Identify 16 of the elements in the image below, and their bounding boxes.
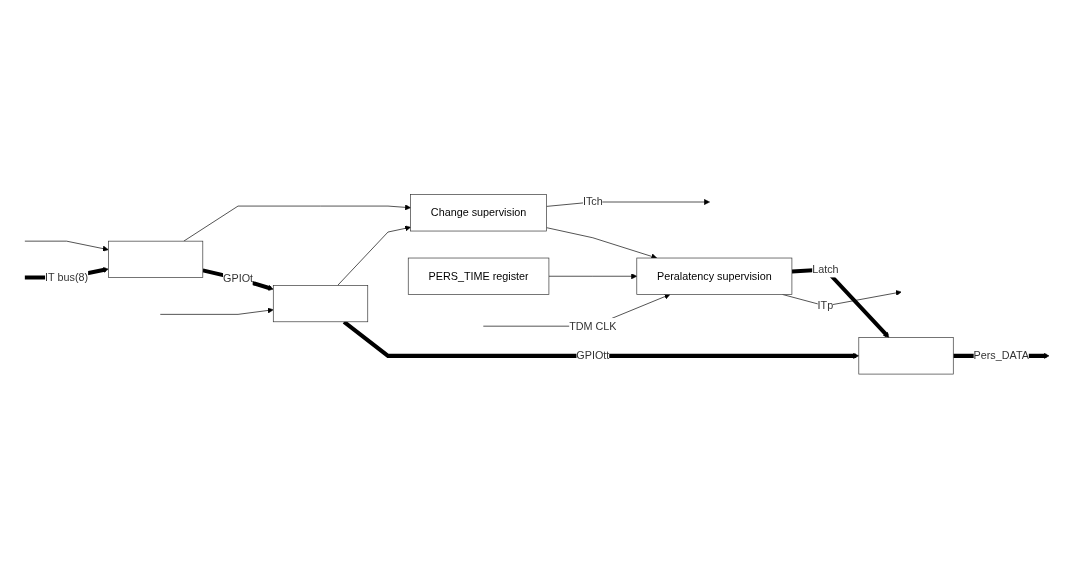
node-box: PERS_TIME register — [407, 257, 550, 295]
node-box: Peralatency supervision — [636, 257, 793, 295]
edge-label: ITp — [817, 299, 834, 312]
arrow — [791, 267, 890, 338]
node-box — [858, 337, 954, 375]
arrow — [202, 268, 274, 291]
node-box — [272, 285, 369, 323]
edge-label: ITch — [582, 195, 603, 208]
arrow — [342, 320, 860, 359]
node-box — [108, 240, 204, 278]
node-box: Change supervision — [410, 194, 547, 232]
edge-label: GPIOt — [223, 272, 254, 284]
edge-label: TDM CLK — [569, 320, 617, 332]
edge-label: GPIOtt — [576, 349, 610, 362]
edge-label: Latch — [812, 263, 839, 275]
edge-label: IT bus(8) — [45, 271, 89, 283]
